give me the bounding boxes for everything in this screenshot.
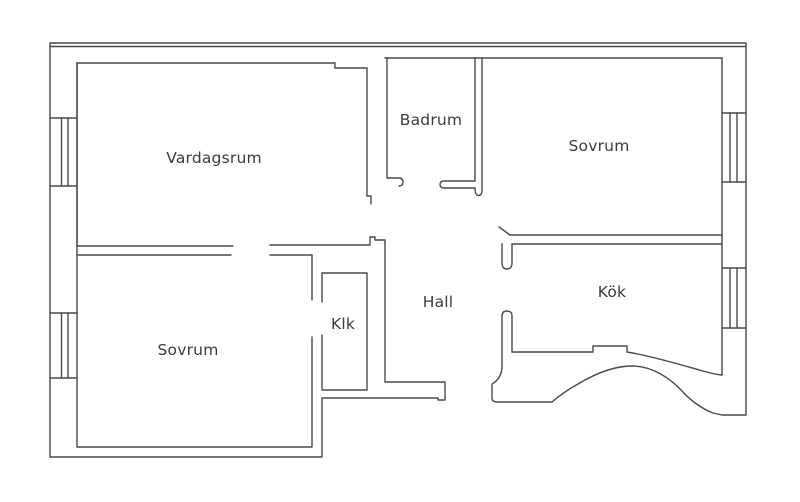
wall-klk-interior — [321, 272, 368, 391]
wall-kok-door-upper-jamb — [501, 243, 513, 270]
wall-badrum-sovrum-band — [474, 57, 483, 197]
room-label-vardagsrum: Vardagsrum — [166, 149, 262, 167]
window-icon-left-bottom — [49, 312, 78, 379]
window-icon-right-top — [721, 112, 747, 183]
outer-wall — [49, 42, 747, 458]
room-label-klk: Klk — [330, 315, 356, 333]
room-label-badrum: Badrum — [399, 111, 463, 129]
window-icon-left-top — [49, 117, 78, 187]
window-icon-right-bottom — [721, 267, 747, 329]
room-label-hall: Hall — [422, 293, 454, 311]
wall-sovrum-bottom-interior — [76, 336, 313, 448]
wall-sovrum-kok-left-jamb-curl — [498, 226, 511, 236]
wall-badrum-right — [439, 57, 476, 189]
room-label-sovrum-top: Sovrum — [568, 137, 630, 155]
wall-kok-door-lower-jamb — [501, 310, 513, 353]
room-label-sovrum-bottom: Sovrum — [157, 341, 219, 359]
wall-hall-klk-contour — [49, 236, 446, 458]
wall-stairwell-arc — [491, 351, 723, 416]
wall-kok-bottom-inner — [511, 345, 723, 376]
room-label-kok: Kök — [597, 283, 627, 301]
wall-badrum-left — [386, 57, 404, 187]
